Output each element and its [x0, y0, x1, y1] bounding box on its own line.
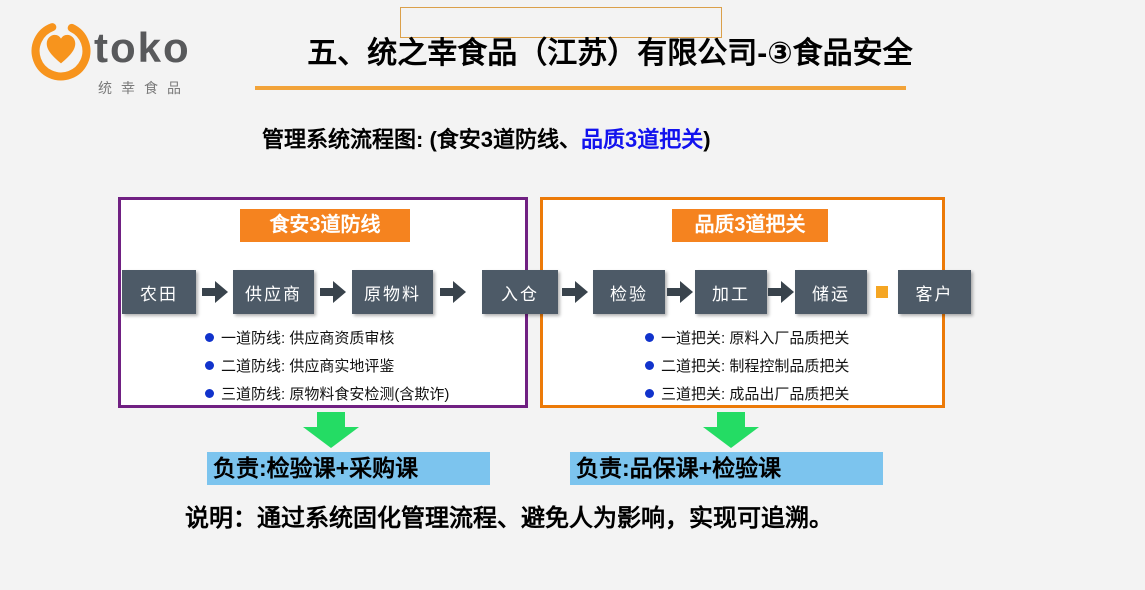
list-item: 三道防线: 原物料食安检测(含欺诈)	[205, 383, 449, 404]
bullet-text: 二道把关: 制程控制品质把关	[661, 358, 850, 375]
list-item: 二道防线: 供应商实地评鉴	[205, 355, 394, 376]
flow-node-inspection: 检验	[593, 270, 665, 314]
title-underline	[255, 86, 906, 90]
owner-label-food-safety: 负责:检验课+采购课	[207, 452, 490, 485]
arrow-right-icon	[667, 281, 693, 303]
title-highlight-box	[400, 7, 722, 38]
bullet-text: 一道防线: 供应商资质审核	[221, 330, 395, 347]
bullet-dot-icon	[205, 361, 214, 370]
owner-label-quality: 负责:品保课+检验课	[570, 452, 883, 485]
bullet-dot-icon	[205, 333, 214, 342]
bullet-text: 三道把关: 成品出厂品质把关	[661, 386, 850, 403]
arrow-right-icon	[768, 281, 794, 303]
bullet-dot-icon	[205, 389, 214, 398]
bullet-dot-icon	[645, 333, 654, 342]
bullet-text: 三道防线: 原物料食安检测(含欺诈)	[221, 386, 450, 403]
flow-node-warehouse-in: 入仓	[482, 270, 558, 314]
list-item: 一道把关: 原料入厂品质把关	[645, 327, 849, 348]
subtitle-highlight: 品质3道把关	[581, 127, 704, 152]
flow-node-storage-transport: 储运	[795, 270, 867, 314]
flow-node-farm: 农田	[122, 270, 196, 314]
connector-square-icon	[876, 286, 888, 298]
subtitle-suffix: )	[703, 127, 711, 152]
page-title: 五、统之幸食品（江苏）有限公司-③食品安全	[307, 37, 913, 70]
food-safety-panel-header: 食安3道防线	[240, 209, 410, 242]
arrow-right-icon	[320, 281, 346, 303]
quality-panel-header: 品质3道把关	[672, 209, 828, 242]
subtitle: 管理系统流程图: (食安3道防线、品质3道把关)	[262, 122, 711, 154]
toko-logo-icon	[31, 21, 91, 81]
brand-subtitle: 统幸食品	[98, 80, 190, 96]
subtitle-prefix: 管理系统流程图: (食安3道防线、	[262, 127, 582, 152]
bullet-dot-icon	[645, 389, 654, 398]
flow-node-supplier: 供应商	[233, 270, 314, 314]
footer-note: 说明：通过系统固化管理流程、避免人为影响，实现可追溯。	[185, 505, 833, 532]
arrow-right-icon	[562, 281, 588, 303]
bullet-text: 一道把关: 原料入厂品质把关	[661, 330, 850, 347]
bullet-text: 二道防线: 供应商实地评鉴	[221, 358, 395, 375]
flow-node-raw-material: 原物料	[352, 270, 433, 314]
brand-name: toko	[94, 24, 191, 71]
list-item: 三道把关: 成品出厂品质把关	[645, 383, 849, 404]
list-item: 一道防线: 供应商资质审核	[205, 327, 394, 348]
list-item: 二道把关: 制程控制品质把关	[645, 355, 849, 376]
arrow-down-icon	[703, 412, 759, 448]
arrow-down-icon	[303, 412, 359, 448]
flow-node-customer: 客户	[898, 270, 971, 314]
arrow-right-icon	[202, 281, 228, 303]
arrow-right-icon	[440, 281, 466, 303]
bullet-dot-icon	[645, 361, 654, 370]
flow-node-processing: 加工	[695, 270, 767, 314]
